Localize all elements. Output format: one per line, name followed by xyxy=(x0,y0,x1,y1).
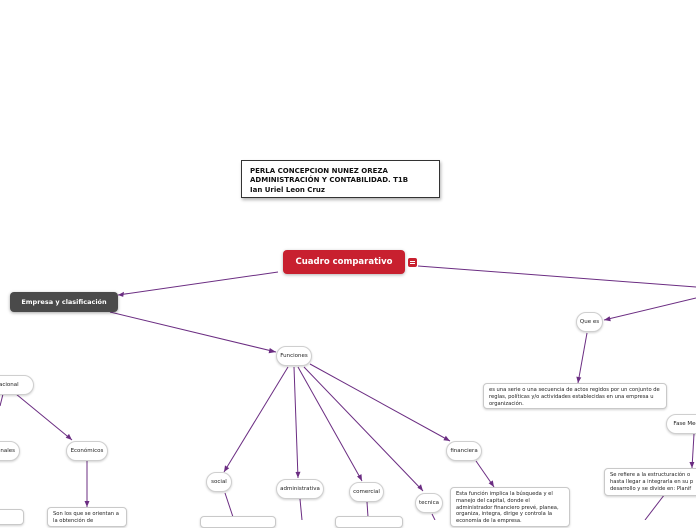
arrow-fasemec-desc xyxy=(689,462,695,468)
edge-funciones-financiera xyxy=(309,363,451,442)
node-tecnica[interactable]: tecnica xyxy=(415,493,443,513)
edge-social-down xyxy=(224,492,234,518)
social-child-card[interactable] xyxy=(200,516,276,528)
node-nacional[interactable]: acional xyxy=(0,375,34,395)
edge-central-empresa xyxy=(117,271,279,296)
arrow-financiera-desc xyxy=(488,480,494,487)
arrow-social xyxy=(224,465,230,472)
edge-tecnica-down xyxy=(431,513,436,520)
edge-central-right xyxy=(417,265,696,288)
arrow-tecnica xyxy=(417,484,423,491)
arrow-empresa xyxy=(118,291,124,297)
arrow-quees xyxy=(604,316,611,322)
edge-funciones-social xyxy=(223,366,289,473)
node-financiera[interactable]: financiera xyxy=(446,441,482,461)
comercial-child-card[interactable] xyxy=(335,516,403,528)
arrow-economicos xyxy=(65,433,72,440)
edge-right-quees xyxy=(603,297,696,321)
arrow-quees-desc xyxy=(576,376,582,383)
arrow-financiera xyxy=(443,435,450,441)
node-que-es[interactable]: Que es xyxy=(576,312,603,332)
arrow-administrativa xyxy=(295,471,301,478)
edge-funciones-comercial xyxy=(297,366,363,482)
edge-admin-down xyxy=(299,498,303,520)
fase-mec-description[interactable]: Se refiere a la estructuración o hasta l… xyxy=(604,468,696,496)
title-box[interactable]: PERLA CONCEPCION NUNEZ OREZA ADMINISTRAC… xyxy=(241,160,440,198)
edge-empresa-funciones xyxy=(109,311,277,353)
edge-nacional-economicos xyxy=(15,393,73,441)
edge-quees-desc xyxy=(577,332,588,384)
edge-comercial-down xyxy=(366,501,369,518)
node-economicos[interactable]: Económicos xyxy=(66,441,108,461)
edge-funciones-tecnica xyxy=(303,366,424,492)
edge-funciones-administrativa xyxy=(293,366,299,479)
que-es-description[interactable]: es una serie o una secuencia de actos re… xyxy=(483,383,667,409)
branch-empresa-clasificacion[interactable]: Empresa y clasificación xyxy=(10,292,118,312)
central-topic[interactable]: Cuadro comparativo xyxy=(283,250,405,274)
node-comercial[interactable]: comercial xyxy=(349,482,384,502)
economicos-description[interactable]: Son los que se orientan a la obtención d… xyxy=(47,507,127,527)
node-fase-mec[interactable]: Fase Mec xyxy=(666,414,696,434)
left-child-card[interactable] xyxy=(0,509,24,525)
node-funciones[interactable]: Funciones xyxy=(276,346,312,366)
edge-nacional-left xyxy=(0,393,4,407)
financiera-description[interactable]: Esta función implica la búsqueda y el ma… xyxy=(450,487,570,527)
arrow-comercial xyxy=(357,474,362,481)
arrow-economicos-desc xyxy=(84,501,90,507)
node-administrativa[interactable]: administrativa xyxy=(276,479,324,499)
node-onales[interactable]: onales xyxy=(0,441,20,461)
node-social[interactable]: social xyxy=(206,472,232,492)
note-icon[interactable] xyxy=(408,258,417,267)
arrow-funciones xyxy=(268,348,276,354)
